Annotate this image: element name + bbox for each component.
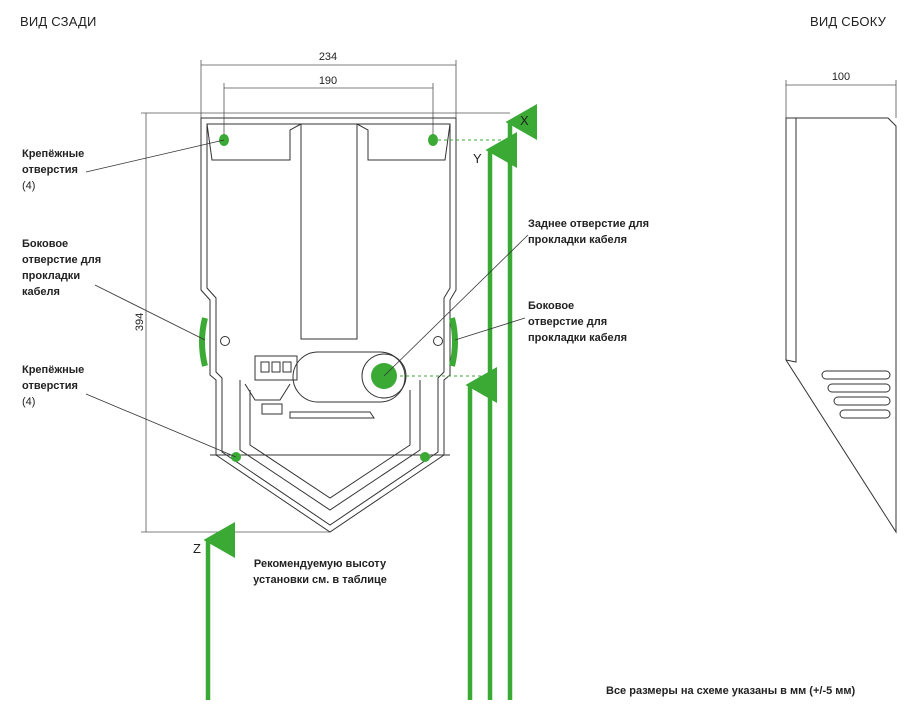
dimension-394-label: 394 [134,313,146,331]
label-rear-cable: Заднее отверстие для прокладки кабеля [528,218,650,246]
height-arrows [203,104,537,700]
label-mount-holes-top: Крепёжные отверстия (4) [22,148,85,192]
label-side-cable-left: Боковое отверстие для прокладки кабеля [22,238,102,298]
mount-hole-bottom-right [420,452,430,462]
leader-lines [85,139,529,458]
side-cable-hole-left [199,317,208,367]
label-install-height: Рекомендуемую высоту установки см. в таб… [253,558,387,586]
dimension-190-label: 190 [319,75,337,87]
side-view-outline [785,80,897,534]
dimension-234-label: 234 [319,51,337,63]
footnote: Все размеры на схеме указаны в мм (+/-5 … [606,685,856,697]
mount-hole-top-right [428,134,438,146]
side-cable-hole-right [449,317,458,367]
dimension-190 [223,83,434,140]
label-side-cable-right: Боковое отверстие для прокладки кабеля [528,300,628,344]
dimension-394 [141,112,510,533]
axis-y-label: Y [473,151,482,166]
label-mount-holes-bottom: Крепёжные отверстия (4) [22,364,85,408]
dimension-100-label: 100 [832,71,850,83]
side-screw-left [220,336,230,346]
axis-x-label: X [520,113,529,128]
side-screw-right [433,336,443,346]
device-rear-outline [200,117,457,533]
terminal-block [244,355,375,419]
dimension-234 [200,60,457,118]
rear-view-title: ВИД СЗАДИ [20,14,97,29]
side-view-title: ВИД СБОКУ [810,14,887,29]
axis-z-label: Z [193,541,201,556]
